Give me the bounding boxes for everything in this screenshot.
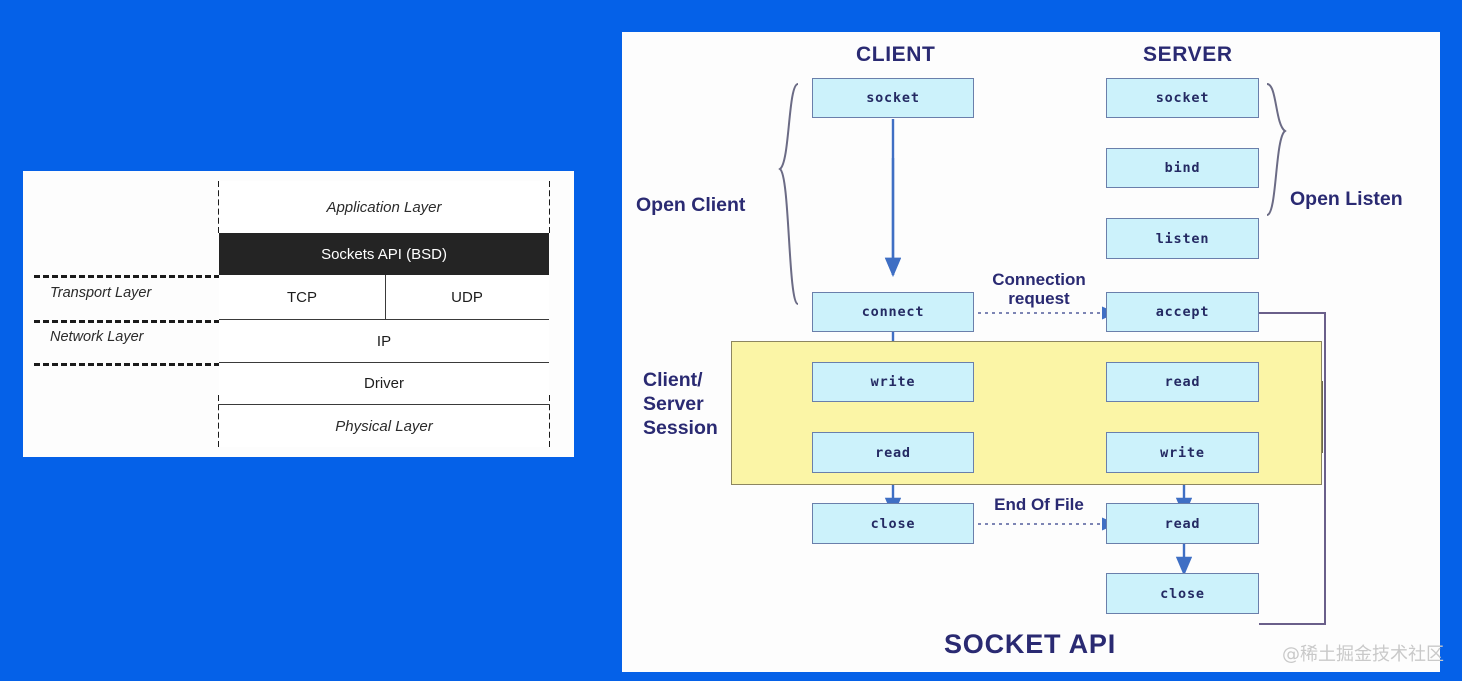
- protocol-stack-panel: Transport Layer Network Layer Applicatio…: [23, 171, 574, 457]
- node-server-listen[interactable]: listen: [1106, 218, 1259, 259]
- node-server-write[interactable]: write: [1106, 432, 1259, 473]
- stack-row-ip: IP: [219, 320, 549, 363]
- column-title-server: SERVER: [1143, 43, 1233, 66]
- node-client-connect[interactable]: connect: [812, 292, 974, 332]
- stack-dashed-divider-top: [34, 275, 220, 278]
- session-label-line-2: Server: [643, 392, 704, 415]
- stack-row-application: Application Layer: [219, 181, 549, 233]
- stack-dashed-divider-mid: [34, 320, 220, 323]
- node-client-close[interactable]: close: [812, 503, 974, 544]
- node-client-socket[interactable]: socket: [812, 78, 974, 118]
- layer-label-network: Network Layer: [50, 329, 144, 345]
- end-of-file-line-1: End Of File: [994, 495, 1084, 514]
- brace-label-open-client: Open Client: [636, 194, 746, 216]
- stack-row-sockets-api: Sockets API (BSD): [219, 233, 549, 275]
- socket-api-flow-panel: CLIENT SERVER socket connect write read …: [622, 32, 1444, 672]
- node-server-read-1[interactable]: read: [1106, 362, 1259, 402]
- session-label-line-1: Client/: [643, 369, 703, 391]
- node-server-close[interactable]: close: [1106, 573, 1259, 614]
- node-server-bind[interactable]: bind: [1106, 148, 1259, 188]
- node-server-accept[interactable]: accept: [1106, 292, 1259, 332]
- session-label: Client/ Server Session: [643, 369, 729, 440]
- connection-request-line-1: Connection: [992, 270, 1086, 289]
- session-label-line-3: Session: [643, 416, 718, 439]
- stack-row-udp: UDP: [385, 275, 549, 320]
- stack-tcp-udp-separator: [385, 275, 386, 320]
- node-client-read[interactable]: read: [812, 432, 974, 473]
- stack-dashed-divider-bottom: [34, 363, 220, 366]
- socket-api-title: SOCKET API: [944, 629, 1117, 659]
- layer-label-transport: Transport Layer: [50, 285, 152, 301]
- stack-row-physical: Physical Layer: [219, 405, 549, 447]
- column-title-client: CLIENT: [856, 43, 936, 66]
- brace-label-open-listen: Open Listen: [1290, 188, 1403, 210]
- node-client-write[interactable]: write: [812, 362, 974, 402]
- protocol-stack-inner: Transport Layer Network Layer Applicatio…: [23, 171, 574, 457]
- node-server-socket[interactable]: socket: [1106, 78, 1259, 118]
- stack-row-driver: Driver: [219, 363, 549, 405]
- stack-row-tcp: TCP: [219, 275, 385, 320]
- connection-request-line-2: request: [1008, 289, 1070, 309]
- edge-label-connection-request: Connection request: [974, 270, 1104, 308]
- node-server-read-2[interactable]: read: [1106, 503, 1259, 544]
- watermark: @稀土掘金技术社区: [1282, 644, 1444, 665]
- edge-label-end-of-file: End Of File: [974, 495, 1104, 514]
